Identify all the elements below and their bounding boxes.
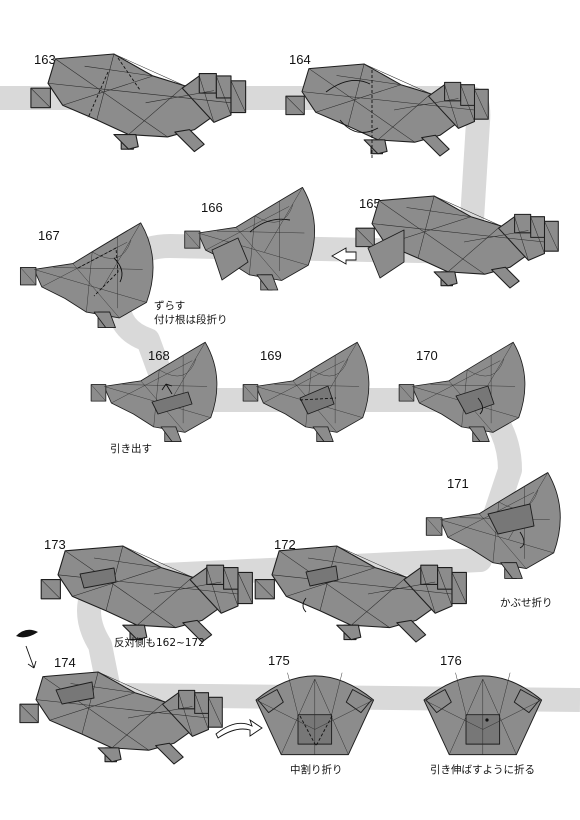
direction-arrow-left: [331, 247, 357, 265]
step-168: 168 引き出す: [90, 341, 218, 455]
fold-arrow: [339, 119, 379, 133]
fold-arrow: [249, 218, 291, 233]
step-number: 170: [416, 348, 438, 363]
fold-arrow: [325, 79, 371, 93]
step-176: 176 引き伸ばすように折る: [423, 653, 543, 776]
step-164: 164: [285, 52, 489, 160]
step-174: 174: [16, 629, 223, 765]
step-173: 173 反対側も162~172: [40, 537, 253, 649]
step-163: 163: [30, 52, 247, 153]
eye-view-icon: [16, 629, 38, 638]
view-arrow: [25, 645, 37, 669]
step-number: 166: [201, 200, 223, 215]
step-number: 176: [440, 653, 462, 668]
caption-167-line2: 付け根は段折り: [154, 313, 228, 326]
step-166: 166: [184, 186, 316, 291]
step-number: 165: [359, 196, 381, 211]
step-number: 164: [289, 52, 311, 67]
fold-arrow: [113, 257, 123, 283]
direction-arrow-right: [215, 718, 263, 739]
step-number: 174: [54, 655, 76, 670]
caption-175: 中割り折り: [290, 763, 343, 776]
step-170: 170: [398, 341, 526, 443]
step-number: 171: [447, 476, 469, 491]
fold-arrow: [519, 531, 525, 549]
step-number: 163: [34, 52, 56, 67]
fold-arrow: [477, 397, 483, 415]
fold-arrow: [302, 597, 307, 613]
step-number: 169: [260, 348, 282, 363]
step-165: 165: [355, 195, 559, 289]
pull-arrow: [161, 383, 173, 395]
step-number: 172: [274, 537, 296, 552]
step-number: 173: [44, 537, 66, 552]
step-number: 167: [38, 228, 60, 243]
caption-173: 反対側も162~172: [114, 636, 205, 649]
step-172: 172: [254, 537, 467, 643]
step-number: 175: [268, 653, 290, 668]
step-171: 171 かぶせ折り: [425, 472, 561, 609]
step-167: 167 ずらす 付け根は段折り: [19, 222, 228, 329]
step-169: 169: [242, 341, 370, 443]
caption-168: 引き出す: [110, 442, 152, 455]
step-number: 168: [148, 348, 170, 363]
caption-171: かぶせ折り: [500, 596, 553, 609]
caption-176: 引き伸ばすように折る: [430, 763, 535, 776]
caption-167-line1: ずらす: [154, 300, 185, 312]
step-175: 175 中割り折り: [255, 653, 375, 776]
